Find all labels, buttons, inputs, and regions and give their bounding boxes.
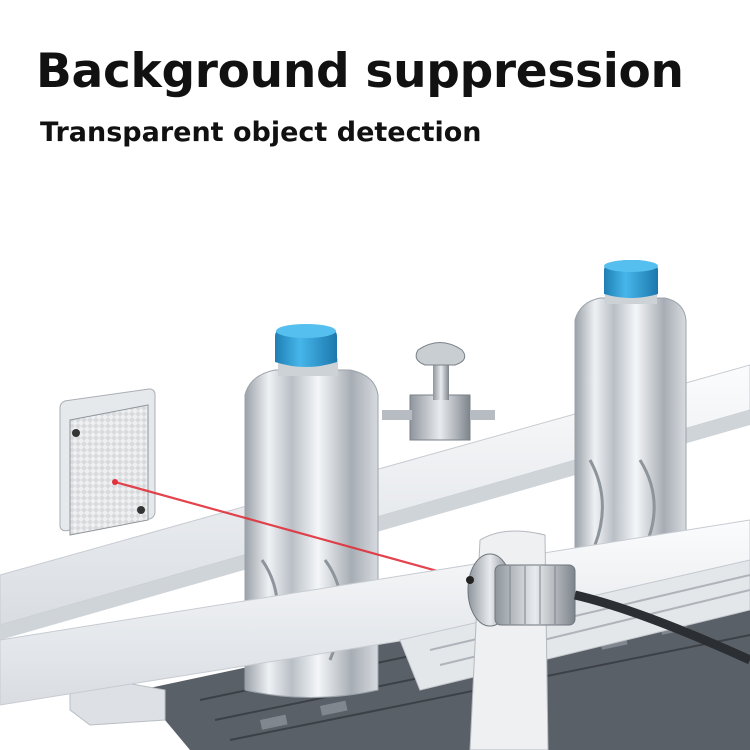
page-subtitle: Transparent object detection (40, 117, 482, 148)
reflector (59, 388, 166, 726)
page-title: Background suppression (36, 44, 684, 99)
laser-beam (112, 479, 471, 582)
transparent-bottle-right (574, 260, 687, 568)
mounting-clamp (382, 342, 495, 441)
photoelectric-sensor (466, 530, 750, 750)
